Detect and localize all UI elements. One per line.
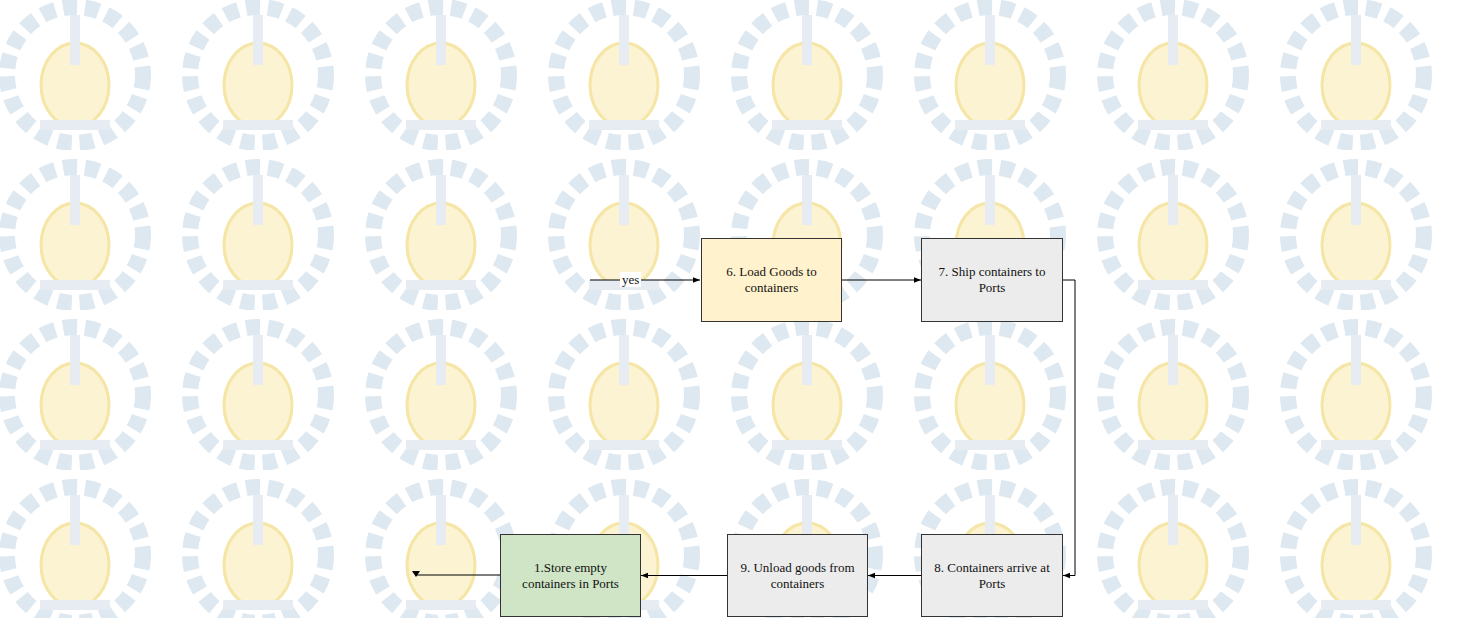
- box-text: 8. Containers arrive at Ports: [930, 560, 1054, 592]
- process-box: 7. Ship containers to Ports: [921, 238, 1063, 322]
- outgoing-arrowhead: [412, 571, 420, 577]
- edge-label: yes: [620, 272, 641, 287]
- flow-arrow: [842, 280, 921, 281]
- incoming-line: [590, 280, 700, 281]
- flow-arrow: [641, 575, 727, 576]
- process-box: 1.Store empty containers in Ports: [500, 534, 641, 617]
- box-text: 7. Ship containers to Ports: [930, 264, 1054, 296]
- box-text: 1.Store empty containers in Ports: [509, 560, 632, 592]
- box-text: 6. Load Goods to containers: [710, 264, 833, 296]
- flow-arrow: [868, 575, 921, 576]
- flow-arrow: [1063, 280, 1075, 576]
- process-box: 6. Load Goods to containers: [701, 238, 842, 322]
- outgoing-line: [416, 575, 500, 576]
- process-box: 9. Unload goods from containers: [727, 534, 868, 617]
- process-box: 8. Containers arrive at Ports: [921, 534, 1063, 617]
- box-text: 9. Unload goods from containers: [736, 560, 859, 592]
